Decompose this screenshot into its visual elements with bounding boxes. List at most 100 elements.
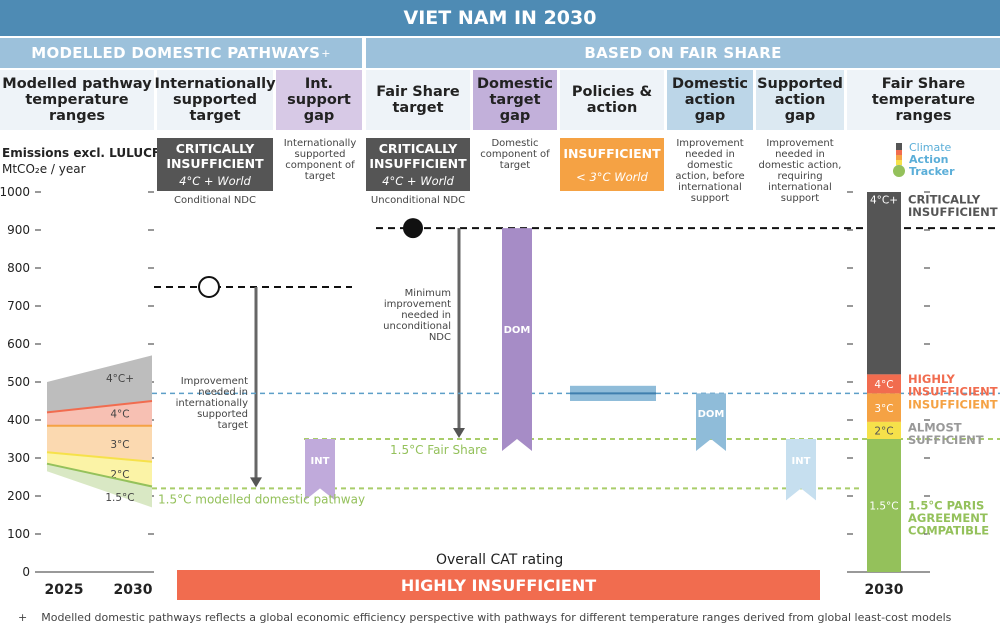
col-fair-share-target: Fair Share target [366,70,470,130]
footnote-text: Modelled domestic pathways reflects a gl… [41,611,952,624]
int-gap-note: Internationally supported component of t… [283,138,357,182]
annotation-improvement-int: supported [197,409,248,420]
annotation-min-improvement: unconditional [383,321,451,332]
x-tick-right-2030: 2030 [865,582,904,598]
dom-action-gap-label: DOM [698,409,725,420]
col-fair-share-temp-ranges: Fair Share temperature ranges [847,70,1000,130]
dom-action-note: Improvement needed in domestic action, b… [675,138,745,204]
badge-fair-target-world: 4°C + World [382,174,454,188]
annotation-improvement-int: target [218,420,248,431]
pathway-band [47,355,152,413]
dom-gap-bar [502,228,532,451]
fair-share-category-label: COMPATIBLE [908,523,989,537]
pathway-line [46,451,153,463]
y-axis-title: Emissions excl. LULUCF [2,146,161,160]
col-int-supported-target: Internationally supported target [154,70,276,130]
fair-share-category-label: ALMOST [908,420,962,434]
badge-int-target: CRITICALLY INSUFFICIENT 4°C + World [157,138,273,191]
annotation-improvement-int: Improvement [181,376,248,387]
badge-policies-world: < 3°C World [576,169,648,184]
fair-share-range-bar [867,439,901,572]
logo-line1: Climate [909,141,952,154]
page-title: VIET NAM IN 2030 [0,0,1000,36]
pathway-band-label: 1.5°C [105,492,134,504]
fair-share-category-label: SUFFICIENT [908,433,984,447]
fair-share-range-bar [867,374,901,394]
section-fair-share: BASED ON FAIR SHARE [366,38,1000,68]
fair-share-range-bar [867,393,901,422]
badge-fair-target: CRITICALLY INSUFFICIENT 4°C + World [366,138,470,191]
col-domestic-action-gap: Domestic action gap [667,70,753,130]
annotation-min-improvement: improvement [384,299,451,310]
logo-line3: Tracker [909,165,955,178]
y-tick-label: 400 [7,413,30,427]
y-tick-label: 300 [7,451,30,465]
pathway-line [46,400,153,414]
y-tick-label: 700 [7,299,30,313]
fair-share-category-label: CRITICALLY [908,192,981,206]
pathway-band-label: 4°C+ [106,373,134,385]
sup-action-note: Improvement needed in domestic action, r… [758,138,842,204]
cat-logo: Climate Action Tracker [892,142,955,178]
annotation-min-improvement: needed in [401,310,451,321]
col-int-support-gap: Int. support gap [276,70,362,130]
section-modelled-label: MODELLED DOMESTIC PATHWAYS [31,44,321,62]
annotation-modelled: 1.5°C modelled domestic pathway [158,492,365,506]
col-domestic-target-gap: Domestic target gap [473,70,557,130]
annotation-improvement-int: needed in [198,387,248,398]
pathway-band [47,425,152,462]
fair-share-range-label: 1.5°C [869,501,898,513]
y-tick-label: 100 [7,527,30,541]
y-tick-label: 1000 [0,185,30,199]
fair-share-range-label: 2°C [874,426,893,438]
pathway-band [47,401,152,426]
y-tick-label: 500 [7,375,30,389]
annotation-min-improvement: NDC [429,332,451,343]
dom-gap-note: Domestic component of target [480,138,550,171]
y-tick-label: 900 [7,223,30,237]
overall-title: Overall CAT rating [436,552,564,568]
annotation-min-improvement: Minimum [405,288,451,299]
badge-int-target-world: 4°C + World [179,174,251,188]
col-policies-action: Policies & action [560,70,664,130]
int-gap-bar [305,439,335,501]
fair-share-category-label: INSUFFICIENT [908,385,998,399]
col-supported-action-gap: Supported action gap [756,70,844,130]
footnote: + Modelled domestic pathways reflects a g… [18,611,951,624]
fair-share-range-label: 3°C [874,403,893,415]
int-improvement-arrow-head [250,477,262,488]
y-tick-label: 800 [7,261,30,275]
fair-share-range-bar [867,421,901,439]
pathway-band [47,452,152,487]
fair-target-note: Unconditional NDC [370,195,466,206]
annotation-fair-share: 1.5°C Fair Share [390,443,487,457]
badge-policies-rating: INSUFFICIENT [563,145,661,161]
dom-gap-label: DOM [504,325,531,336]
x-tick-2030: 2030 [114,582,153,598]
pathway-band-label: 3°C [110,439,129,451]
unconditional-ndc-marker [403,218,423,239]
int-gap-label: INT [311,456,330,467]
pathway-band [47,463,152,508]
fair-share-category-label: INSUFFICIENT [908,398,998,412]
fair-share-category-label: INSUFFICIENT [908,205,998,219]
fair-share-category-label: 1.5°C PARIS [908,498,984,512]
pathway-line [46,462,153,488]
sup-action-gap-bar [786,439,816,501]
annotation-improvement-int: internationally [176,398,248,409]
y-tick-label: 200 [7,489,30,503]
int-target-marker [198,276,220,298]
y-tick-label: 0 [22,565,30,579]
badge-int-target-rating: CRITICALLY INSUFFICIENT [166,141,264,171]
fair-share-category-label: HIGHLY [908,372,956,386]
y-axis-unit: MtCO₂e / year [2,162,86,176]
fair-share-range-bar [867,192,901,375]
dom-action-gap-bar [696,393,726,451]
int-target-note: Conditional NDC [174,195,256,206]
pathway-band-label: 4°C [110,408,129,420]
overall-rating: HIGHLY INSUFFICIENT [177,570,820,600]
footnote-mark: + [18,611,28,624]
badge-fair-target-rating: CRITICALLY INSUFFICIENT [369,141,467,171]
